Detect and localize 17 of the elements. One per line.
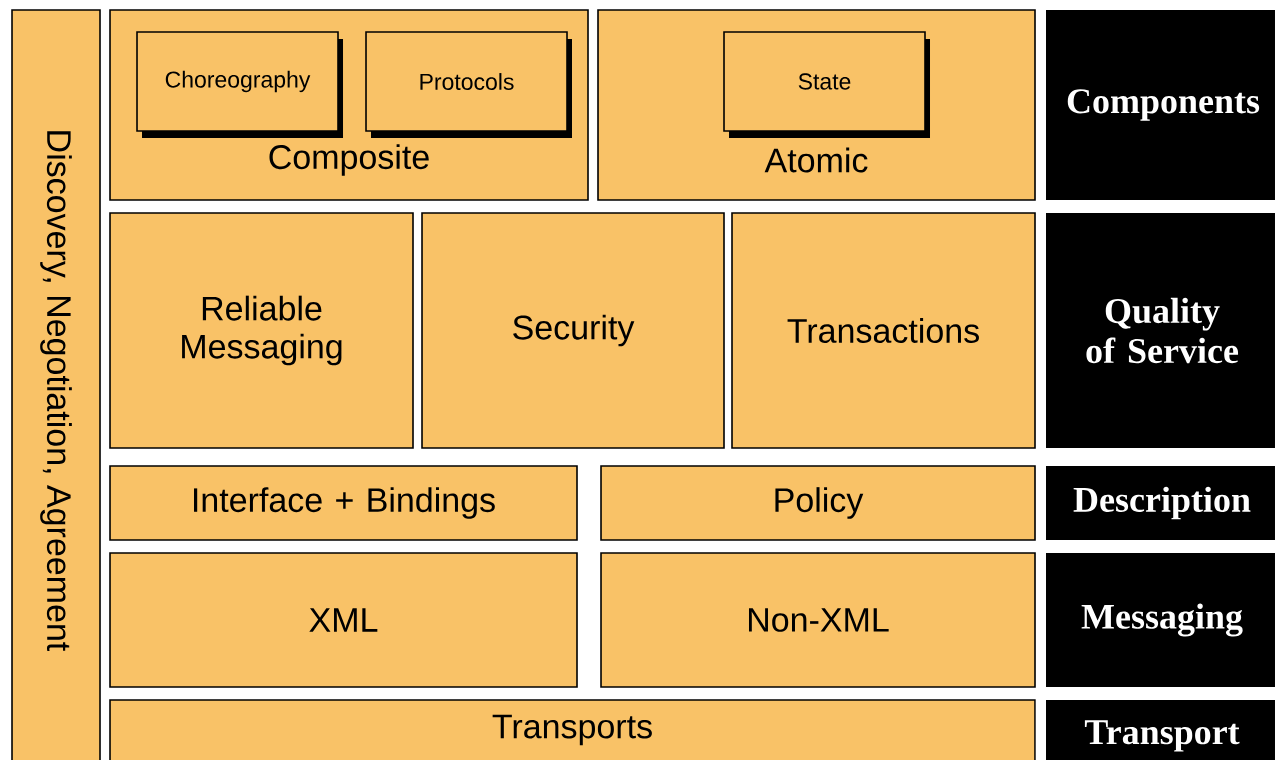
layer-label: Messaging [1046, 553, 1275, 687]
layer-box: Transactions [731, 212, 1036, 449]
layer-label: Description [1046, 466, 1275, 540]
layer-label: Transport [1046, 700, 1275, 760]
layer-box: Non-XML [600, 552, 1036, 688]
layer-box: Reliable Messaging [109, 212, 414, 449]
component-box: State [723, 31, 930, 138]
component-box: Choreography [136, 31, 343, 138]
layer-box: Policy [600, 465, 1036, 541]
layer-label: Quality of Service [1046, 213, 1275, 448]
component-box: Protocols [365, 31, 572, 138]
layer-box: XML [109, 552, 578, 688]
layer-box: Security [421, 212, 725, 449]
layer-box: Interface + Bindings [109, 465, 578, 541]
layer-label: Components [1046, 10, 1275, 200]
side-band: Discovery, Negotiation, Agreement [11, 9, 101, 760]
layer-box: Transports [109, 699, 1036, 760]
